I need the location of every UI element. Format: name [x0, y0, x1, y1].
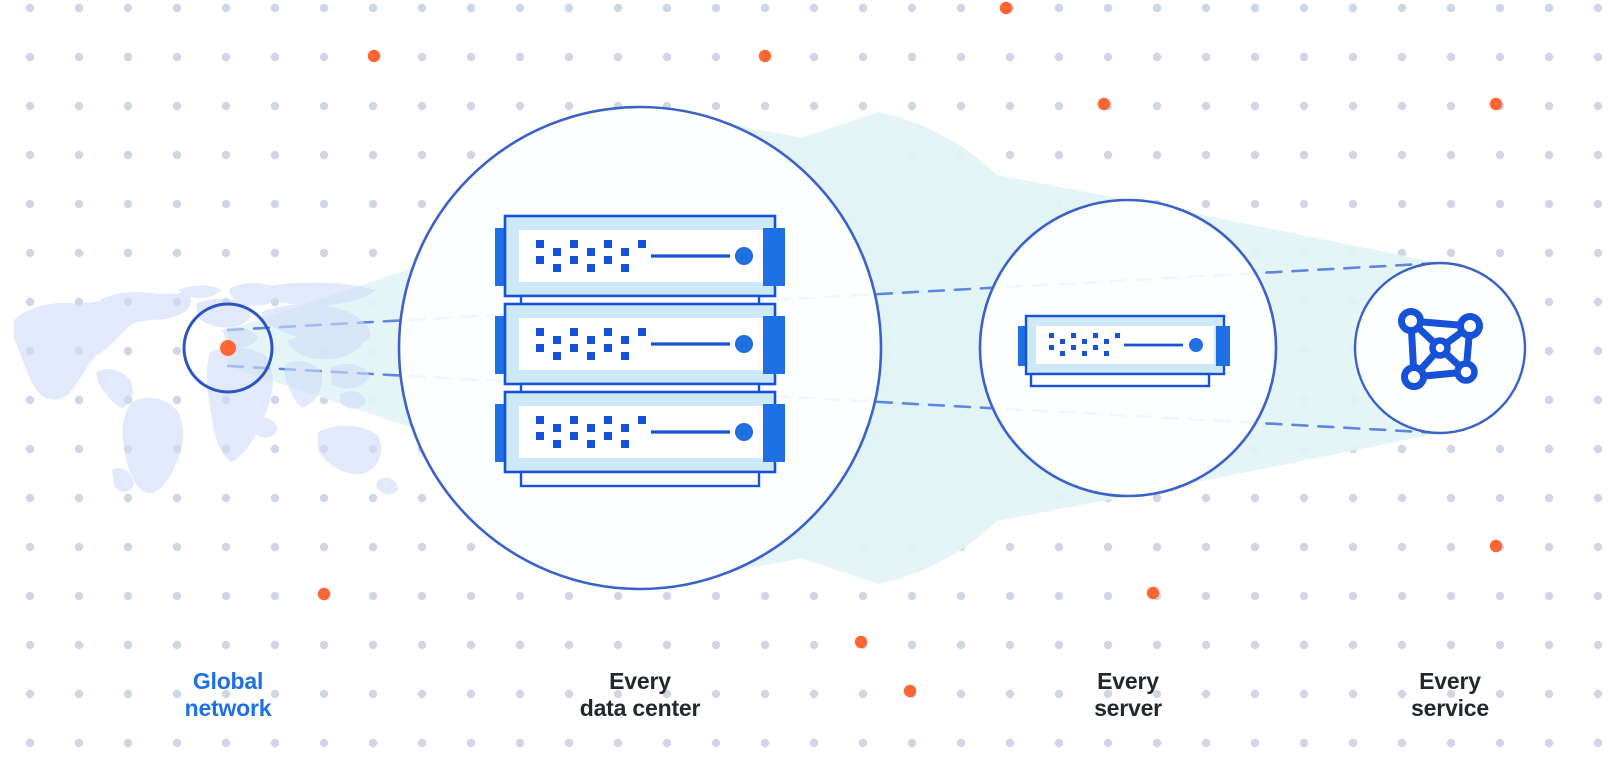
status-led-dot: [735, 335, 753, 353]
global-network-circle: [182, 302, 274, 394]
server-unit: [495, 214, 785, 310]
accent-dot: [1097, 97, 1111, 111]
world-map-icon: [14, 282, 398, 495]
label-global-network: Global network: [184, 668, 272, 722]
every-server-node[interactable]: [978, 198, 1278, 498]
accent-dot: [1146, 586, 1160, 600]
accent-dot: [367, 49, 381, 63]
server-unit-icon: [1018, 314, 1230, 388]
status-led-dot: [735, 423, 753, 441]
network-nodes-icon: [1398, 308, 1483, 390]
accent-dot: [758, 49, 772, 63]
every-datacenter-node[interactable]: [397, 105, 883, 591]
accent-dot: [854, 635, 868, 649]
accent-dot: [903, 684, 917, 698]
accent-dot: [1489, 539, 1503, 553]
vent-grid: [536, 416, 646, 448]
accent-dot-layer: [317, 1, 1503, 698]
label-every-service: Every service: [1411, 668, 1489, 722]
accent-dot: [317, 587, 331, 601]
status-led-dot: [1189, 338, 1203, 352]
server-unit: [495, 302, 785, 398]
server-unit: [495, 390, 785, 488]
server-rack-icon: [495, 214, 785, 488]
accent-dot: [999, 1, 1013, 15]
label-every-server: Every server: [1094, 668, 1162, 722]
vent-grid: [1049, 333, 1120, 356]
location-marker-dot: [220, 340, 236, 356]
global-network-node[interactable]: [182, 302, 274, 394]
label-every-data-center: Every data center: [579, 668, 701, 722]
vent-grid: [536, 240, 646, 272]
status-led-dot: [735, 247, 753, 265]
every-service-node[interactable]: [1353, 261, 1527, 435]
vent-grid: [536, 328, 646, 360]
accent-dot: [1489, 97, 1503, 111]
